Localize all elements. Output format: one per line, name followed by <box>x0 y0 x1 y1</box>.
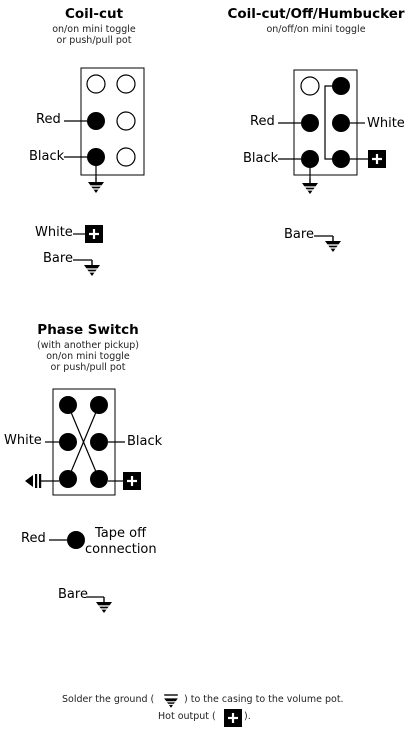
phase-switch-subtitle-2: on/on mini toggle <box>46 351 130 362</box>
coil-cut-title: Coil-cut <box>64 6 124 22</box>
coil-cut-label-white: White <box>35 225 73 240</box>
phase-lug-2 <box>90 396 108 414</box>
footer-line2-before: Hot output ( <box>158 711 216 722</box>
tape-off-dot <box>67 531 85 549</box>
coil-cut-lug-4 <box>116 111 136 131</box>
humbucker-lug-1 <box>300 76 320 96</box>
ground-icon <box>324 235 342 253</box>
phase-label-white: White <box>4 433 42 448</box>
hot-output-plus-icon <box>121 470 143 492</box>
phase-switch-title: Phase Switch <box>37 322 139 338</box>
output-arrow-icon <box>25 474 59 488</box>
phase-lug-5 <box>59 470 77 488</box>
coil-cut-diagram <box>64 67 145 277</box>
ground-icon <box>164 694 178 708</box>
ground-icon <box>83 259 101 277</box>
humbucker-label-red: Red <box>250 114 275 129</box>
phase-switch-subtitle-1: (with another pickup) <box>37 340 139 351</box>
humbucker-label-white: White <box>367 116 405 131</box>
phase-label-red: Red <box>21 531 46 546</box>
phase-label-tape-1: Tape off <box>95 526 147 541</box>
hot-output-plus-icon <box>83 223 105 245</box>
coil-cut-subtitle-2: or push/pull pot <box>56 35 132 46</box>
humbucker-diagram <box>278 69 388 253</box>
footer-line1-before: Solder the ground ( <box>62 694 155 705</box>
phase-cross-wire-2 <box>67 404 100 480</box>
humbucker-jumper-wire <box>324 85 341 160</box>
footer-line1-after: ) to the casing to the volume pot. <box>184 694 344 705</box>
hot-output-plus-icon <box>366 148 388 170</box>
phase-label-black: Black <box>127 434 163 449</box>
coil-cut-label-black: Black <box>29 149 65 164</box>
hot-output-plus-icon <box>222 707 244 729</box>
coil-cut-lug-3 <box>87 112 105 130</box>
humbucker-lug-4 <box>332 114 350 132</box>
ground-icon <box>95 596 113 614</box>
phase-switch-subtitle-3: or push/pull pot <box>50 362 126 373</box>
phase-label-tape-2: connection <box>85 542 157 557</box>
humbucker-subtitle: on/off/on mini toggle <box>266 24 366 35</box>
humbucker-lug-3 <box>301 114 319 132</box>
footer-icons <box>164 694 244 729</box>
humbucker-label-black: Black <box>243 151 279 166</box>
footer-line2-after: ). <box>244 711 251 722</box>
ground-icon <box>87 176 105 194</box>
humbucker-label-bare: Bare <box>284 227 314 242</box>
ground-icon <box>301 177 319 195</box>
phase-lug-6 <box>90 470 108 488</box>
coil-cut-label-red: Red <box>36 112 61 127</box>
coil-cut-label-bare: Bare <box>43 251 73 266</box>
phase-label-bare: Bare <box>58 587 88 602</box>
coil-cut-subtitle-1: on/on mini toggle <box>52 24 136 35</box>
phase-switch-diagram <box>25 388 143 614</box>
phase-lug-4 <box>90 433 108 451</box>
coil-cut-lug-6 <box>116 147 136 167</box>
coil-cut-lug-1 <box>86 74 106 94</box>
humbucker-title: Coil-cut/Off/Humbucker <box>227 6 405 22</box>
coil-cut-lug-2 <box>116 74 136 94</box>
phase-lug-1 <box>59 396 77 414</box>
phase-lug-3 <box>59 433 77 451</box>
